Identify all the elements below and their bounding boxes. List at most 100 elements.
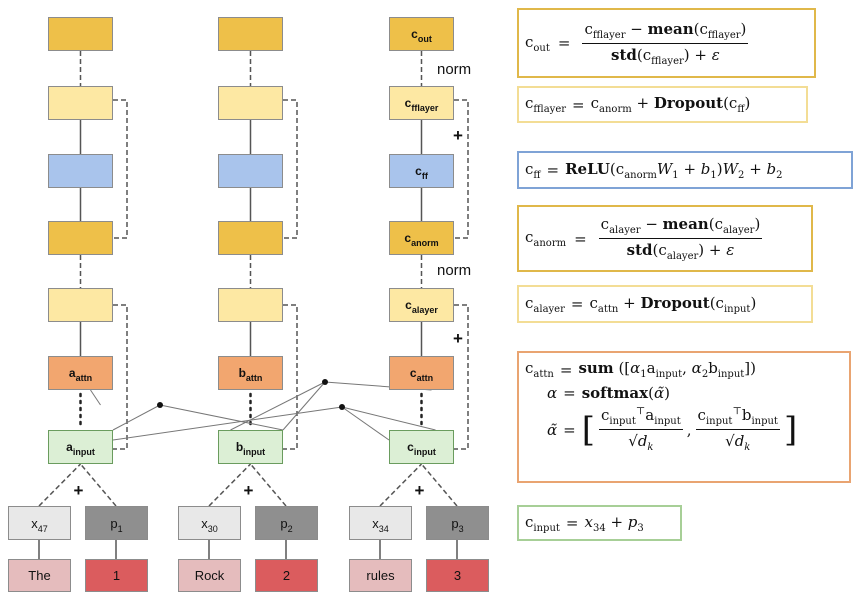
dot-product-a (157, 402, 163, 408)
subscript: attn (75, 373, 93, 383)
plus-attn-residual: + (453, 329, 463, 348)
col-a-anorm-box (48, 221, 113, 255)
eq-c-attn: cattn = sum ([α1ainput, α2binput]) α = s… (517, 351, 851, 483)
residual-attn (454, 304, 469, 450)
col-a-token-box-label: x47 (31, 515, 48, 534)
eq-c-out-fraction: cfflayer − mean(cfflayer) std(cfflayer) … (582, 19, 749, 67)
col-c-anorm-box: canorm (389, 221, 454, 255)
attn-wire-a-down (159, 404, 284, 431)
attn-wire-b-up (282, 381, 326, 431)
subscript: fflayer (411, 103, 439, 113)
subscript: input (72, 447, 95, 457)
col-b-plus-embed: + (243, 481, 254, 500)
col-a-position-box-label: p1 (110, 515, 123, 534)
dot-product-c (339, 404, 345, 410)
col-c-token-box: x34 (349, 506, 412, 540)
attn-wire-c-in (341, 406, 390, 441)
col-c-out-box: cout (389, 17, 454, 51)
eq-c-out-lhs: cout (525, 32, 550, 54)
eq-c-attn-line1: cattn = sum ([α1ainput, α2binput]) (525, 359, 757, 380)
col-a-index-box-label: 1 (112, 568, 121, 583)
col-b-anorm-box (218, 221, 283, 255)
residual-ff (283, 99, 298, 239)
link-position-input (420, 463, 458, 507)
col-c-plus-embed: + (414, 481, 425, 500)
norm-label-out: norm (437, 61, 472, 78)
subscript: 3 (458, 523, 464, 534)
eq-c-ff: cff = ReLU(canormW1 + b1)W2 + b2 (517, 151, 853, 189)
subscript: anorm (411, 238, 439, 248)
col-a-plus-embed: + (73, 481, 84, 500)
link-token-input (208, 463, 252, 507)
col-c-position-box-label: p3 (451, 515, 464, 534)
col-b-fflayer-box (218, 86, 283, 120)
residual-attn (283, 304, 298, 450)
col-c-attn-box-label: cattn (409, 366, 434, 383)
col-a-word-box: The (8, 559, 71, 592)
col-b-position-box: p2 (255, 506, 318, 540)
link-token-input (379, 463, 423, 507)
col-c-fflayer-box: cfflayer (389, 86, 454, 120)
col-c-token-box-label: x34 (372, 515, 389, 534)
eq-c-out: cout = cfflayer − mean(cfflayer) std(cff… (517, 8, 816, 78)
col-b-index-box: 2 (255, 559, 318, 592)
residual-attn (113, 304, 128, 450)
subscript: input (413, 447, 436, 457)
col-c-input-box: cinput (389, 430, 454, 464)
subscript: 47 (37, 523, 48, 534)
col-a-input-box-label: ainput (66, 440, 95, 457)
subscript: out (417, 34, 432, 44)
subscript: ff (421, 171, 428, 181)
col-a-attn-box-label: aattn (68, 366, 93, 383)
col-b-index-box-label: 2 (282, 568, 291, 583)
link-token-input (38, 463, 82, 507)
col-a-alayer-box (48, 288, 113, 322)
col-c-index-box: 3 (426, 559, 489, 592)
col-a-fflayer-box (48, 86, 113, 120)
dot-product-b (322, 379, 328, 385)
eq-c-alayer: calayer = cattn + Dropout(cinput) (517, 285, 813, 323)
col-a-out-box (48, 17, 113, 51)
attn-wire-c-down (341, 406, 436, 431)
col-c-fflayer-box-label: cfflayer (404, 96, 439, 113)
col-b-token-box-label: x30 (201, 515, 218, 534)
residual-ff (454, 99, 469, 239)
attn-wire-a-attn (90, 389, 101, 406)
eq-c-anorm: canorm = calayer − mean(calayer) std(cal… (517, 205, 813, 272)
col-a-ff-box (48, 154, 113, 188)
subscript: 30 (207, 523, 218, 534)
subscript: 34 (378, 523, 389, 534)
attn-wire-b-in (230, 381, 326, 431)
residual-ff (113, 99, 128, 239)
col-c-word-box-label: rules (366, 568, 395, 583)
plus-ff-residual: + (453, 126, 463, 145)
col-b-position-box-label: p2 (280, 515, 293, 534)
eq-c-fflayer: cfflayer = canorm + Dropout(cff) (517, 86, 808, 123)
attn-wire-ac (112, 406, 343, 441)
col-b-attn-box: battn (218, 356, 283, 390)
col-c-word-box: rules (349, 559, 412, 592)
eq-c-input: cinput = x34 + p3 (517, 505, 682, 541)
col-b-attn-box-label: battn (238, 366, 263, 383)
link-position-input (79, 463, 117, 507)
subscript: 1 (117, 523, 123, 534)
col-c-out-box-label: cout (411, 27, 432, 44)
col-c-index-box-label: 3 (453, 568, 462, 583)
attn-wire-a-up (112, 404, 161, 431)
col-b-word-box-label: Rock (194, 568, 225, 583)
col-c-position-box: p3 (426, 506, 489, 540)
subscript: alayer (411, 305, 438, 315)
col-b-word-box: Rock (178, 559, 241, 592)
col-c-input-box-label: cinput (407, 440, 436, 457)
col-a-index-box: 1 (85, 559, 148, 592)
norm-label-anorm: norm (437, 262, 472, 279)
link-position-input (249, 463, 287, 507)
col-b-out-box (218, 17, 283, 51)
col-b-input-box-label: binput (235, 440, 266, 457)
eq-c-attn-line3: α̃ = [ cinput⊤ainput √dk , cinput⊤binput… (547, 406, 798, 453)
col-b-alayer-box (218, 288, 283, 322)
subscript: 2 (287, 523, 293, 534)
subscript: attn (416, 373, 434, 383)
col-b-ff-box (218, 154, 283, 188)
